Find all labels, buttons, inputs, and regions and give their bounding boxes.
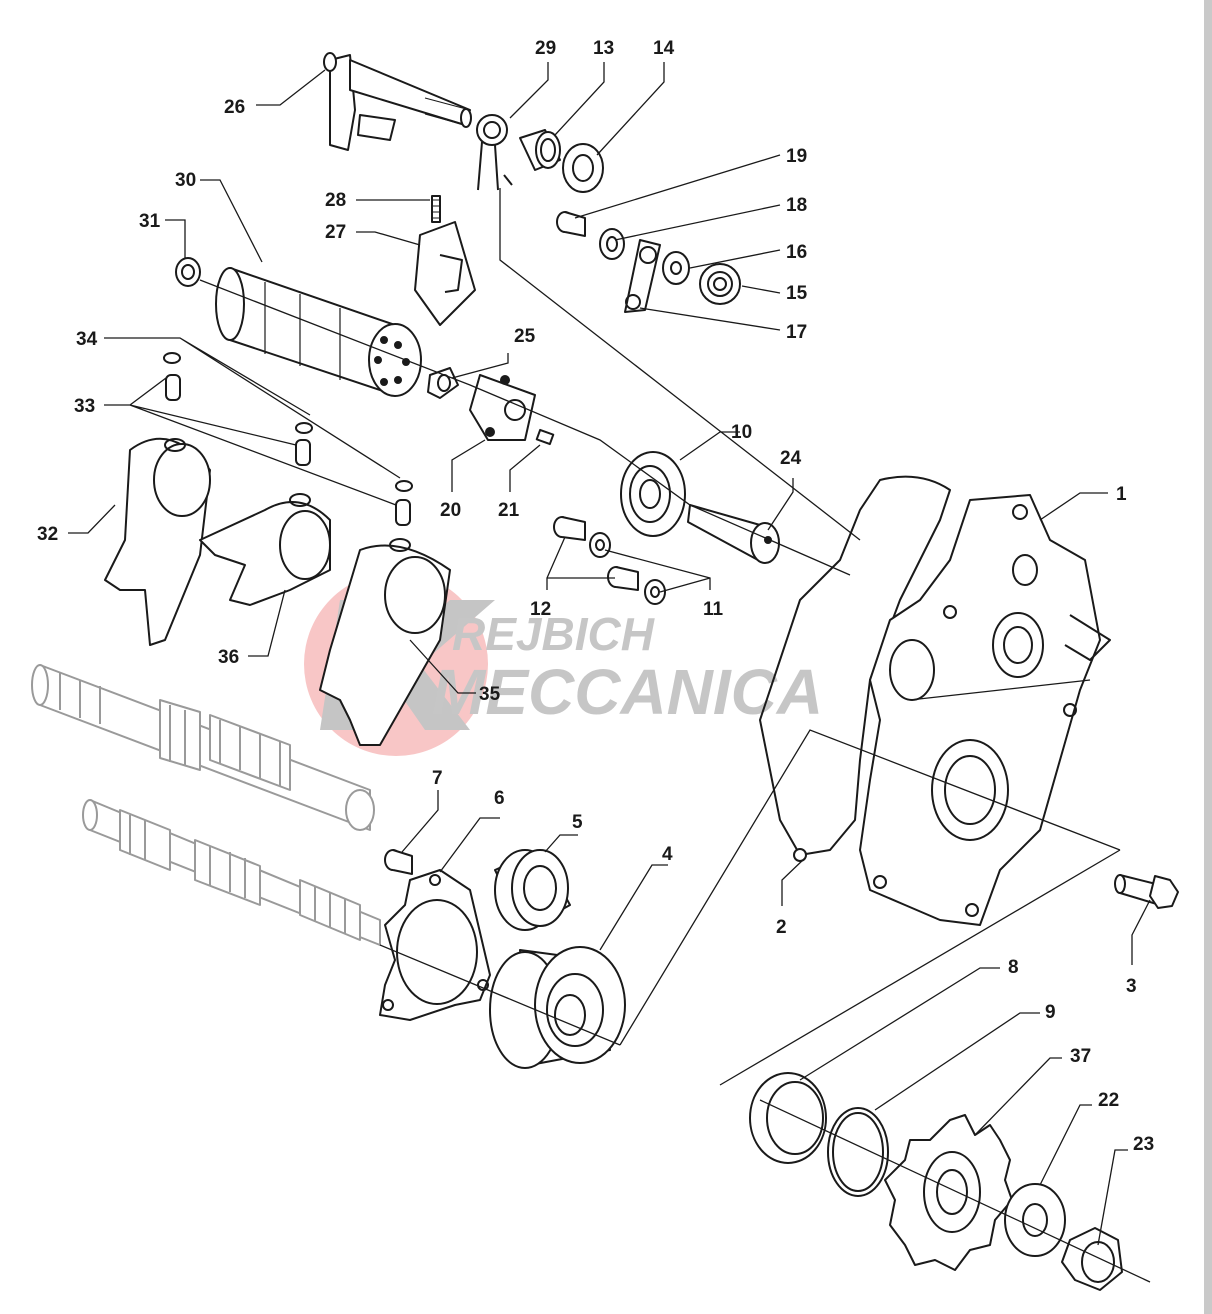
- label-15: 15: [786, 283, 808, 304]
- main-shaft-upper: [31, 664, 375, 831]
- label-29: 29: [535, 38, 556, 59]
- label-10: 10: [731, 422, 752, 443]
- label-21: 21: [498, 500, 520, 521]
- label-11: 11: [703, 599, 724, 620]
- label-24: 24: [780, 448, 802, 469]
- window-scrollbar[interactable]: [1204, 0, 1212, 1314]
- washer-part-11: [589, 532, 666, 605]
- star-plate-part-20: [469, 374, 536, 441]
- selector-drum-part-30: [215, 267, 422, 397]
- label-35: 35: [479, 684, 501, 705]
- label-8: 8: [1008, 957, 1019, 978]
- bolt-part-19: [556, 211, 586, 237]
- lock-washer-part-22: [1004, 1183, 1066, 1257]
- label-9: 9: [1045, 1002, 1056, 1023]
- sprocket-part-37: [884, 1114, 1013, 1271]
- spring-part-15: [699, 263, 741, 305]
- pin-part-28: [431, 195, 441, 223]
- leader-lines: [68, 62, 1151, 1283]
- washer-part-18: [599, 228, 625, 260]
- label-14: 14: [653, 38, 675, 59]
- label-7: 7: [432, 768, 443, 789]
- shaft-pin-part-24: [687, 504, 780, 564]
- bolt-part-7: [384, 849, 413, 875]
- screw-part-12: [553, 516, 639, 591]
- shift-shaft-part-26: [323, 52, 472, 151]
- watermark-line2: MECCANICA: [432, 656, 823, 728]
- shift-fork-part-36: [199, 493, 331, 606]
- label-12: 12: [530, 599, 551, 620]
- oil-seal-part-8: [749, 1072, 827, 1164]
- shift-fork-part-35: [319, 538, 451, 746]
- label-3: 3: [1126, 976, 1137, 997]
- large-bearing-part-4: [489, 946, 626, 1069]
- label-32: 32: [37, 524, 58, 545]
- circlip-part-9: [827, 1107, 889, 1197]
- label-34: 34: [76, 329, 98, 350]
- label-36: 36: [218, 647, 239, 668]
- label-28: 28: [325, 190, 346, 211]
- crankcase-cover-part-1: [859, 494, 1111, 926]
- roller-bearing-part-5: [494, 849, 571, 931]
- needle-bearing-part-13: [519, 129, 561, 171]
- label-27: 27: [325, 222, 346, 243]
- label-25: 25: [514, 326, 536, 347]
- seal-part-14: [562, 143, 604, 193]
- ball-bearing-part-10: [620, 451, 686, 537]
- parts: [31, 52, 1179, 1291]
- nut-part-25: [427, 367, 459, 399]
- label-30: 30: [175, 170, 196, 191]
- label-13: 13: [593, 38, 614, 59]
- label-16: 16: [786, 242, 807, 263]
- counter-shaft-lower: [82, 799, 381, 946]
- label-22: 22: [1098, 1090, 1119, 1111]
- label-20: 20: [440, 500, 461, 521]
- label-4: 4: [662, 844, 673, 865]
- watermark-line1: REJBICH: [452, 608, 655, 660]
- gasket-part-2: [759, 475, 951, 862]
- washer-part-16: [662, 251, 690, 285]
- label-19: 19: [786, 146, 807, 167]
- lever-part-17: [624, 239, 661, 313]
- plate-part-27: [414, 221, 476, 326]
- label-17: 17: [786, 322, 807, 343]
- label-2: 2: [776, 917, 787, 938]
- label-6: 6: [494, 788, 505, 809]
- nut-part-23: [1061, 1227, 1123, 1291]
- dowel-part-21: [535, 428, 555, 446]
- label-33: 33: [74, 396, 95, 417]
- label-5: 5: [572, 812, 583, 833]
- label-1: 1: [1116, 484, 1127, 505]
- pin-part-33: [165, 374, 411, 526]
- bearing-part-31: [175, 257, 201, 287]
- spring-part-29: [476, 114, 513, 191]
- retainer-plate-part-6: [379, 869, 491, 1021]
- label-37: 37: [1070, 1046, 1091, 1067]
- label-26: 26: [224, 97, 245, 118]
- label-23: 23: [1133, 1134, 1154, 1155]
- bolt-part-3: [1114, 874, 1179, 909]
- label-18: 18: [786, 195, 807, 216]
- label-31: 31: [139, 211, 161, 232]
- circlip-part-34: [163, 352, 413, 492]
- shift-fork-part-32: [104, 437, 211, 646]
- part-labels: 1 2 3 4 5 6 7 8 9 10 11 12 13 14 15 16 1…: [37, 38, 1154, 1155]
